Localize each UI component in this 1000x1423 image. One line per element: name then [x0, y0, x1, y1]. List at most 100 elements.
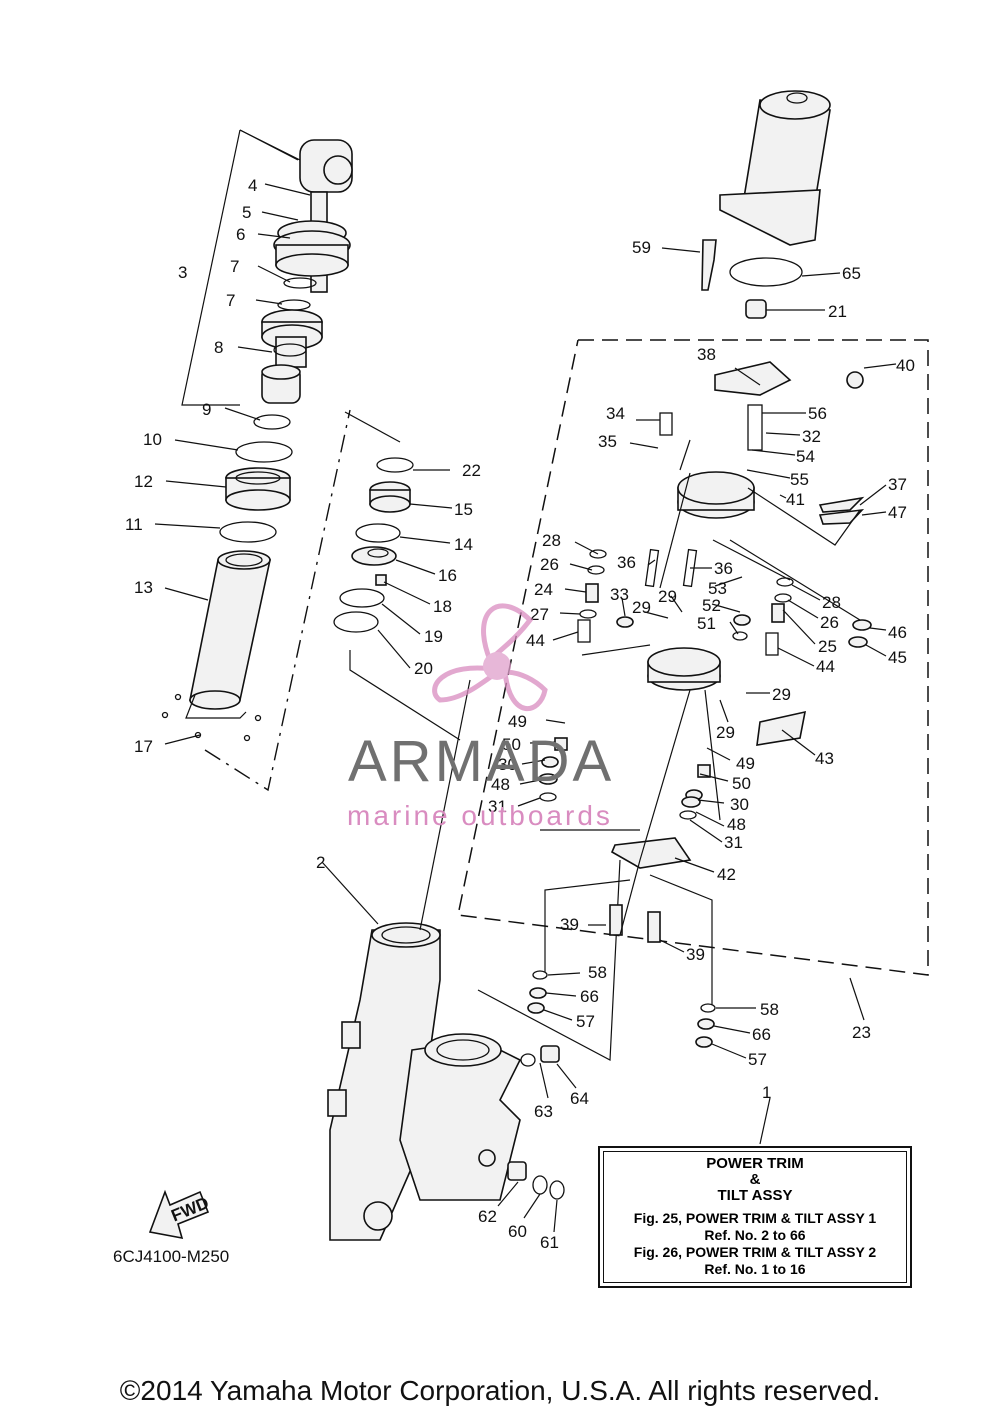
callout-22: 22 [462, 461, 481, 480]
callout-66b: 66 [752, 1025, 771, 1044]
infobox-title-line3: TILT ASSY [717, 1187, 793, 1204]
callout-19: 19 [424, 627, 443, 646]
callout-46: 46 [888, 623, 907, 642]
callout-62: 62 [478, 1207, 497, 1226]
callout-7a: 7 [230, 257, 239, 276]
callout-28b: 28 [822, 593, 841, 612]
infobox-ref2: Fig. 26, POWER TRIM & TILT ASSY 2 [633, 1244, 877, 1260]
callout-48a: 48 [491, 775, 510, 794]
callout-13: 13 [134, 578, 153, 597]
callout-51: 51 [697, 614, 716, 633]
callout-26a: 26 [540, 555, 559, 574]
callout-57a: 57 [576, 1012, 595, 1031]
main-housing [327, 679, 621, 1241]
infobox-title-line1: POWER TRIM [706, 1155, 804, 1172]
callout-7b: 7 [226, 291, 235, 310]
callout-labels: 1 2 3 4 5 6 7 7 8 9 10 11 12 13 14 15 16… [125, 176, 915, 1252]
callout-9: 9 [202, 400, 211, 419]
callout-44b: 44 [816, 657, 835, 676]
callout-50b: 50 [732, 774, 751, 793]
infobox-ref1-range: Ref. No. 2 to 66 [704, 1227, 806, 1243]
callout-3: 3 [178, 263, 187, 282]
callout-49a: 49 [508, 712, 527, 731]
watermark-logo [432, 603, 548, 712]
callout-55: 55 [790, 470, 809, 489]
callout-50a: 50 [502, 735, 521, 754]
callout-56: 56 [808, 404, 827, 423]
callout-58a: 58 [588, 963, 607, 982]
callout-39b: 39 [686, 945, 705, 964]
callout-2: 2 [316, 853, 325, 872]
callout-33: 33 [610, 585, 629, 604]
callout-8: 8 [214, 338, 223, 357]
callout-23: 23 [852, 1023, 871, 1042]
callout-52: 52 [702, 596, 721, 615]
callout-25: 25 [818, 637, 837, 656]
callout-28a: 28 [542, 531, 561, 550]
callout-48b: 48 [727, 815, 746, 834]
callout-34: 34 [606, 404, 625, 423]
callout-35: 35 [598, 432, 617, 451]
callout-59: 59 [632, 238, 651, 257]
infobox-title-line2: & [749, 1171, 761, 1188]
callout-36a: 36 [617, 553, 636, 572]
infobox-ref1: Fig. 25, POWER TRIM & TILT ASSY 1 [633, 1210, 877, 1226]
callout-37: 37 [888, 475, 907, 494]
callout-12: 12 [134, 472, 153, 491]
callout-43: 43 [815, 749, 834, 768]
bolt-59 [701, 239, 717, 291]
callout-32: 32 [802, 427, 821, 446]
callout-58b: 58 [760, 1000, 779, 1019]
diagram-code: 6CJ4100-M250 [113, 1247, 230, 1266]
callout-41: 41 [786, 490, 805, 509]
tilt-cylinder-assembly [161, 129, 353, 792]
callout-60: 60 [508, 1222, 527, 1241]
watermark-brand: ARMADA [348, 729, 615, 794]
callout-54: 54 [796, 447, 815, 466]
callout-39a: 39 [560, 915, 579, 934]
callout-16: 16 [438, 566, 457, 585]
leader-lines [154, 183, 897, 1233]
callout-10: 10 [143, 430, 162, 449]
callout-14: 14 [454, 535, 473, 554]
infobox-ref2-range: Ref. No. 1 to 16 [704, 1261, 806, 1277]
copyright-notice: ©2014 Yamaha Motor Corporation, U.S.A. A… [119, 1375, 881, 1406]
assembly-reference-inner: POWER TRIM & TILT ASSY Fig. 25, POWER TR… [603, 1151, 907, 1283]
callout-6: 6 [236, 225, 245, 244]
callout-44a: 44 [526, 631, 545, 650]
callout-30b: 30 [730, 795, 749, 814]
callout-61: 61 [540, 1233, 559, 1252]
valve-seal-parts [333, 411, 461, 741]
callout-11: 11 [125, 515, 143, 534]
callout-29c: 29 [772, 685, 791, 704]
electric-motor [719, 90, 831, 319]
callout-29a: 29 [632, 598, 651, 617]
callout-65: 65 [842, 264, 861, 283]
callout-30a: 30 [498, 755, 517, 774]
callout-31b: 31 [724, 833, 743, 852]
callout-29b: 29 [658, 587, 677, 606]
manual-valve-assembly [457, 339, 929, 1048]
callout-24: 24 [534, 580, 553, 599]
watermark-tagline: marine outboards [347, 800, 613, 831]
callout-27: 27 [530, 605, 549, 624]
callout-57b: 57 [748, 1050, 767, 1069]
assembly-reference-box: POWER TRIM & TILT ASSY Fig. 25, POWER TR… [598, 1146, 912, 1288]
callout-42: 42 [717, 865, 736, 884]
callout-20: 20 [414, 659, 433, 678]
callout-15: 15 [454, 500, 473, 519]
callout-63: 63 [534, 1102, 553, 1121]
callout-49b: 49 [736, 754, 755, 773]
callout-4: 4 [248, 176, 257, 195]
callout-26b: 26 [820, 613, 839, 632]
callout-5: 5 [242, 203, 251, 222]
callout-45: 45 [888, 648, 907, 667]
callout-29d: 29 [716, 723, 735, 742]
callout-47: 47 [888, 503, 907, 522]
callout-38: 38 [697, 345, 716, 364]
callout-66a: 66 [580, 987, 599, 1006]
callout-1: 1 [762, 1083, 771, 1102]
callout-40: 40 [896, 356, 915, 375]
callout-21: 21 [828, 302, 847, 321]
